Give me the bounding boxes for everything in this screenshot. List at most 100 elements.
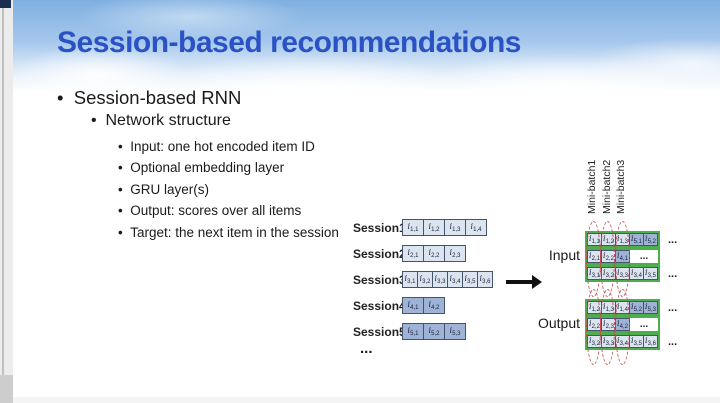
sub-bullet: GRU layer(s)	[118, 179, 339, 200]
item-label: i5,2	[645, 233, 656, 245]
minibatch-label: Mini-batch2	[600, 159, 613, 214]
session-boxes: i5,1 i5,2 i5,3	[402, 323, 466, 340]
row-ellipsis: ...	[668, 267, 678, 280]
item-label: i3,5	[645, 267, 656, 279]
row-ellipsis: ...	[668, 335, 678, 348]
item-cell: i5,2	[643, 233, 658, 246]
session-label: Session1	[353, 220, 406, 235]
item-box: i4,2	[423, 297, 445, 314]
sub-bullet: Output: scores over all items	[118, 200, 339, 221]
item-box: i1,1	[402, 219, 424, 236]
item-label: i2,2	[428, 247, 440, 259]
item-box: i1,3	[444, 219, 466, 236]
minibatch2-input-ellipse-icon	[600, 221, 615, 297]
item-box: i1,2	[423, 219, 445, 236]
input-label: Input	[548, 247, 580, 263]
corner-artifact	[0, 0, 11, 8]
sub-bullet-list: Input: one hot encoded item IDOptional e…	[118, 136, 339, 243]
item-box: i3,1	[402, 271, 418, 288]
item-label: i5,3	[645, 301, 656, 313]
item-box: i3,5	[462, 271, 478, 288]
item-label: i3,3	[434, 273, 446, 285]
item-label: i1,2	[428, 221, 440, 233]
bullet-network-structure: Network structure	[91, 112, 231, 130]
sessions-ellipsis: ...	[360, 340, 373, 357]
bullet-session-based-rnn: Session-based RNN	[57, 87, 242, 109]
row-ellipsis: ...	[639, 319, 649, 330]
minibatch-label: Mini-batch1	[586, 159, 598, 214]
item-label: i1,3	[449, 221, 461, 233]
item-label: i3,4	[449, 273, 461, 285]
item-label: i3,6	[645, 335, 656, 347]
item-label: i3,1	[404, 273, 416, 285]
row-ellipsis: ...	[639, 251, 649, 262]
item-label: i5,1	[631, 233, 642, 245]
item-box: i2,3	[444, 245, 466, 262]
sky-header-background	[13, 0, 720, 92]
sub-bullet: Input: one hot encoded item ID	[118, 136, 339, 157]
item-cell: i5,1	[629, 233, 644, 246]
slide-title: Session-based recommendations	[57, 26, 521, 59]
item-cell: i3,5	[629, 335, 644, 348]
screen-edge-strip	[0, 0, 13, 403]
item-label: i1,4	[470, 221, 482, 233]
session-boxes: i4,1 i4,2	[402, 297, 445, 314]
row-ellipsis: ...	[668, 233, 678, 246]
item-cell: i3,5	[643, 267, 658, 280]
item-label: i5,2	[428, 325, 440, 337]
item-label: i4,2	[428, 299, 440, 311]
row-ellipsis: ...	[668, 301, 678, 314]
minibatch2-output-ellipse-icon	[600, 289, 615, 365]
minibatch1-output-ellipse-icon	[586, 289, 601, 365]
item-box: i1,4	[465, 219, 487, 236]
item-box: i3,4	[447, 271, 463, 288]
item-box: i2,1	[402, 245, 424, 262]
item-box: i3,6	[477, 271, 493, 288]
item-cell: i3,6	[643, 335, 658, 348]
item-label: i1,1	[407, 221, 419, 233]
bottom-edge-strip	[13, 397, 720, 403]
item-box: i4,1	[402, 297, 424, 314]
session-label: Session2	[353, 246, 406, 261]
session-boxes: i2,1 i2,2 i2,3	[402, 245, 466, 262]
session-label: Session4	[353, 298, 406, 313]
session-boxes: i1,1 i1,2 i1,3 i1,4	[402, 219, 487, 236]
item-label: i4,1	[407, 299, 419, 311]
item-label: i3,6	[479, 273, 491, 285]
item-cell: i5,2	[629, 301, 644, 314]
item-label: i2,1	[407, 247, 419, 259]
minibatch3-output-ellipse-icon	[615, 289, 630, 365]
item-cell: i3,4	[629, 267, 644, 280]
output-label: Output	[537, 315, 580, 331]
item-label: i3,5	[464, 273, 476, 285]
item-box: i3,3	[432, 271, 448, 288]
item-box: i5,1	[402, 323, 424, 340]
item-box: i3,2	[417, 271, 433, 288]
item-label: i5,3	[449, 325, 461, 337]
session-label: Session3	[353, 272, 406, 287]
item-box: i5,2	[423, 323, 445, 340]
minibatch1-input-ellipse-icon	[586, 221, 601, 297]
item-label: i5,2	[631, 301, 642, 313]
item-label: i3,4	[631, 267, 642, 279]
sub-bullet: Optional embedding layer	[118, 157, 339, 178]
item-label: i3,5	[631, 335, 642, 347]
right-arrow-icon	[506, 275, 542, 289]
item-label: i5,1	[407, 325, 419, 337]
sub-bullet: Target: the next item in the session	[118, 222, 339, 243]
minibatch3-input-ellipse-icon	[615, 221, 630, 297]
item-cell: i5,3	[643, 301, 658, 314]
item-label: i2,3	[449, 247, 461, 259]
item-box: i2,2	[423, 245, 445, 262]
session-label: Session5	[353, 324, 406, 339]
item-box: i5,3	[444, 323, 466, 340]
minibatch-label: Mini-batch3	[615, 159, 627, 214]
